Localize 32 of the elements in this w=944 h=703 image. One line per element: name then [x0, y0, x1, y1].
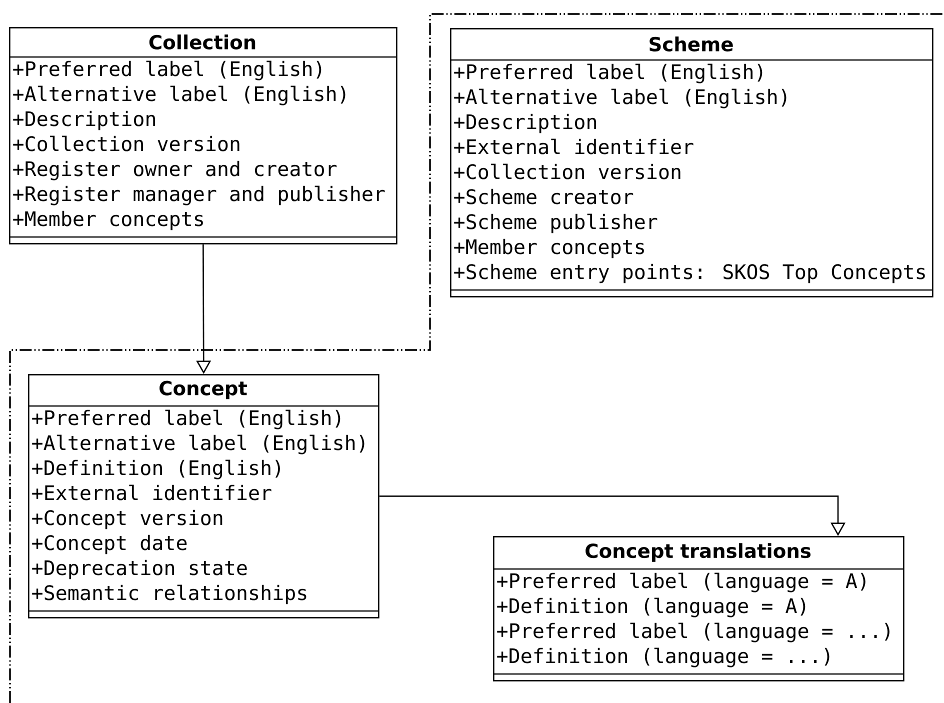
- attribute-text: +Preferred label (language = A): [497, 572, 866, 592]
- attribute-text: +Concept date: [32, 534, 187, 554]
- attribute-text: +Preferred label (English): [32, 410, 340, 430]
- attribute-text: +Concept version: [32, 510, 222, 530]
- attribute-text: +Definition (language = A): [497, 598, 806, 618]
- attribute-text: +Register manager and publisher: [13, 186, 385, 206]
- attribute-text: +Description: [454, 114, 596, 134]
- attribute-text: +Preferred label (English): [13, 60, 322, 80]
- attribute-text: +Alternative label (English): [454, 88, 786, 108]
- attribute-text: +Semantic relationships: [32, 584, 306, 604]
- class-name: Collection: [149, 34, 256, 50]
- attribute-text: +Member concepts: [454, 238, 644, 258]
- class-name: Concept: [160, 380, 248, 400]
- attribute-text: +Member concepts: [13, 210, 203, 230]
- class-name: Scheme: [650, 36, 733, 52]
- attribute-text: +Register owner and creator: [13, 160, 337, 180]
- attribute-text: +Deprecation state: [32, 560, 247, 580]
- attribute-text: +External identifier: [454, 138, 694, 154]
- class-name: Concept translations: [586, 543, 811, 562]
- attribute-text: +Scheme creator: [454, 188, 634, 204]
- attribute-text: +Definition (English): [32, 460, 280, 480]
- attribute-text: +Description: [13, 110, 155, 130]
- attribute-text: +Collection version: [13, 136, 240, 152]
- attribute-text: +Preferred label (English): [454, 64, 762, 84]
- attribute-text: +Scheme publisher: [454, 214, 658, 234]
- attribute-text: +Alternative label (English): [13, 86, 346, 106]
- attribute-text: +External identifier: [32, 484, 272, 500]
- attribute-text: +Scheme entry points: SKOS Top Concepts: [454, 264, 925, 284]
- attribute-text: +Definition (language = ...): [497, 648, 830, 668]
- attribute-text: +Preferred label (language = ...): [497, 622, 890, 642]
- attribute-text: +Collection version: [454, 164, 680, 180]
- attribute-text: +Alternative label (English): [32, 434, 364, 454]
